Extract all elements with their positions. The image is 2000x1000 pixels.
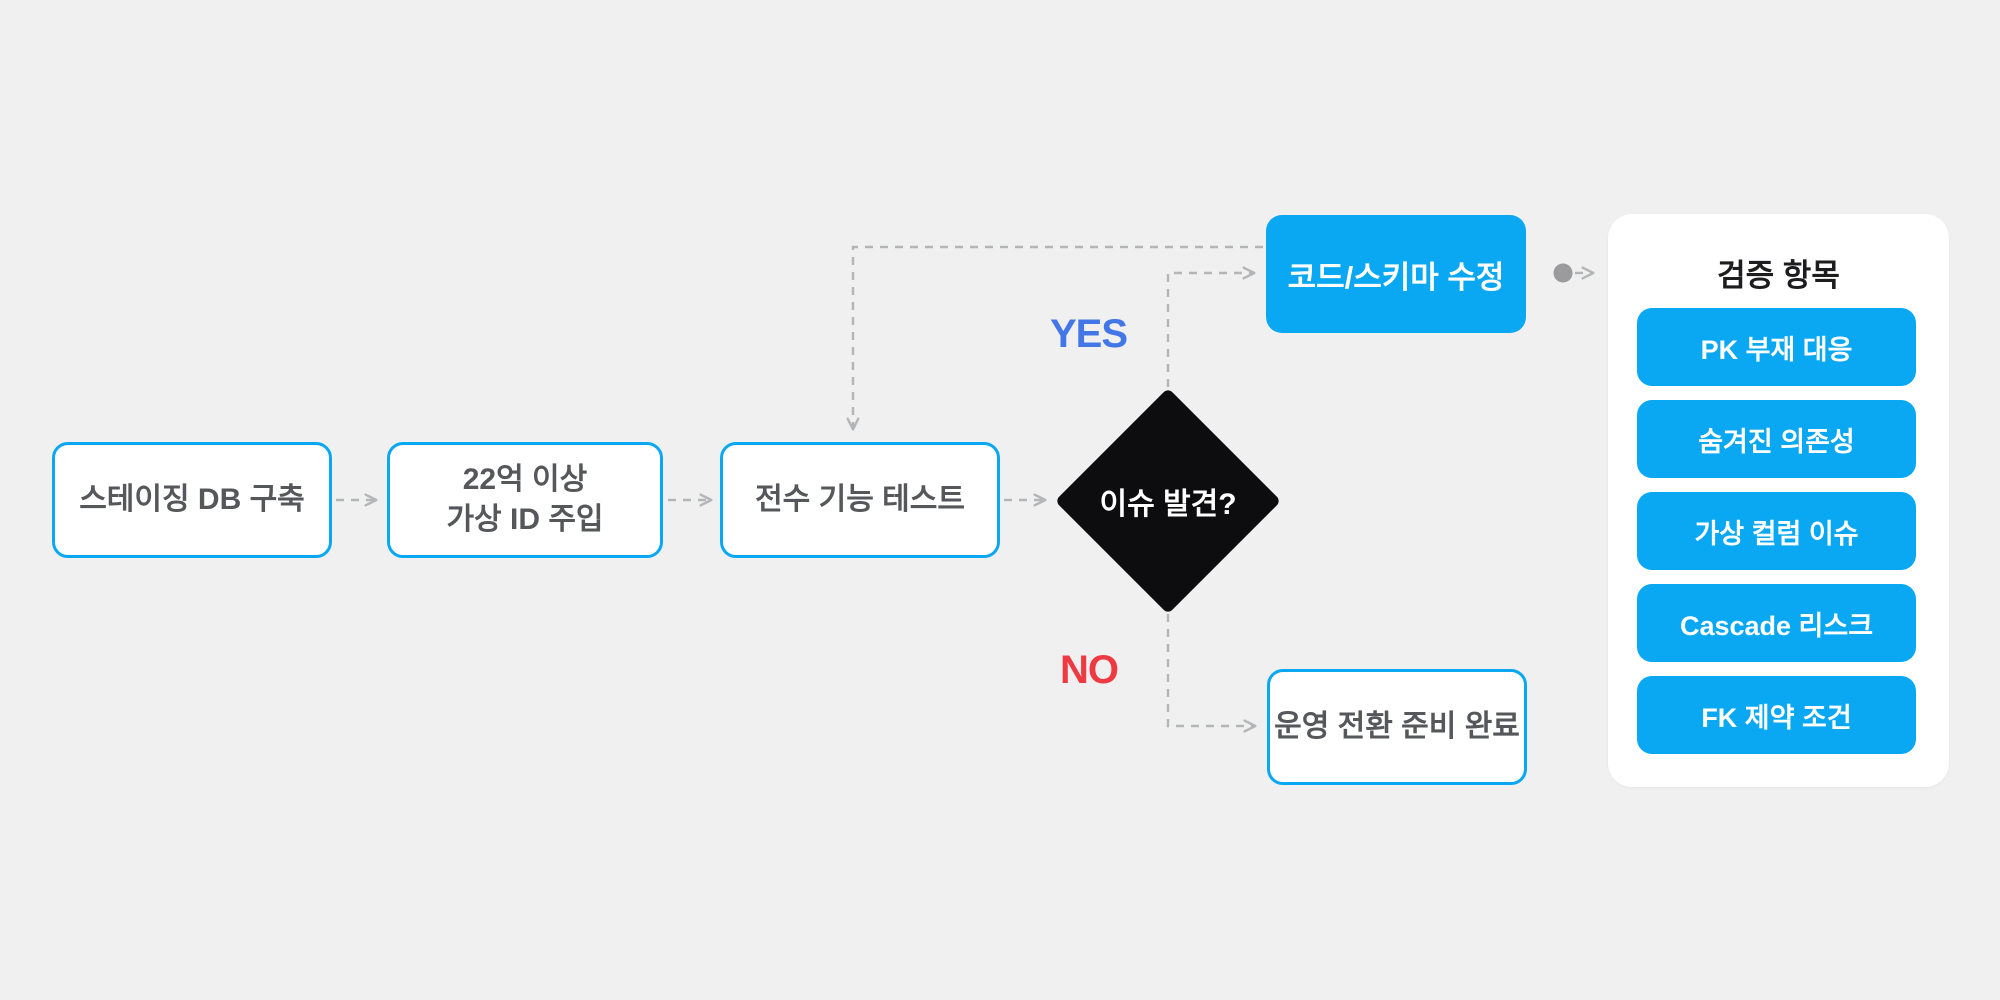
verification-item-fk: FK 제약 조건 [1637,676,1916,754]
node-full-function-test-label: 전수 기능 테스트 [755,482,965,516]
verification-item-virtual-column: 가상 컬럼 이슈 [1637,492,1916,570]
branch-label-yes: YES [1050,312,1128,356]
verification-item-hidden-deps: 숨겨진 의존성 [1637,400,1916,478]
decision-issue-found-label: 이슈 발견? [1099,488,1237,521]
node-production-ready: 운영 전환 준비 완료 [1267,669,1527,785]
verification-item-cascade: Cascade 리스크 [1637,584,1916,662]
node-staging-db-label: 스테이징 DB 구축 [79,482,305,516]
verification-panel: 검증 항목 PK 부재 대응 숨겨진 의존성 가상 컬럼 이슈 Cascade … [1608,214,1949,787]
arrow-no-to-ready [1166,614,1257,733]
node-fix-code-schema-label: 코드/스키마 수정 [1287,259,1505,295]
node-virtual-id-line2: 가상 ID 주입 [446,503,604,536]
node-staging-db: 스테이징 DB 구축 [52,442,332,558]
node-virtual-id-inject-label: 22억 이상 가상 ID 주입 [446,460,603,541]
node-virtual-id-inject: 22억 이상 가상 ID 주입 [387,442,663,558]
node-virtual-id-line1: 22억 이상 [462,462,588,496]
branch-label-no: NO [1060,648,1119,692]
node-production-ready-label: 운영 전환 준비 완료 [1274,709,1520,743]
node-full-function-test: 전수 기능 테스트 [720,442,1000,558]
verification-item-pk: PK 부재 대응 [1637,308,1916,386]
arrow-yes-to-fix [1166,266,1256,387]
decision-issue-found: 이슈 발견? [1054,387,1282,615]
node-fix-code-schema: 코드/스키마 수정 [1266,215,1526,333]
verification-panel-title: 검증 항목 [1717,258,1840,293]
connector-dot [1553,263,1573,283]
